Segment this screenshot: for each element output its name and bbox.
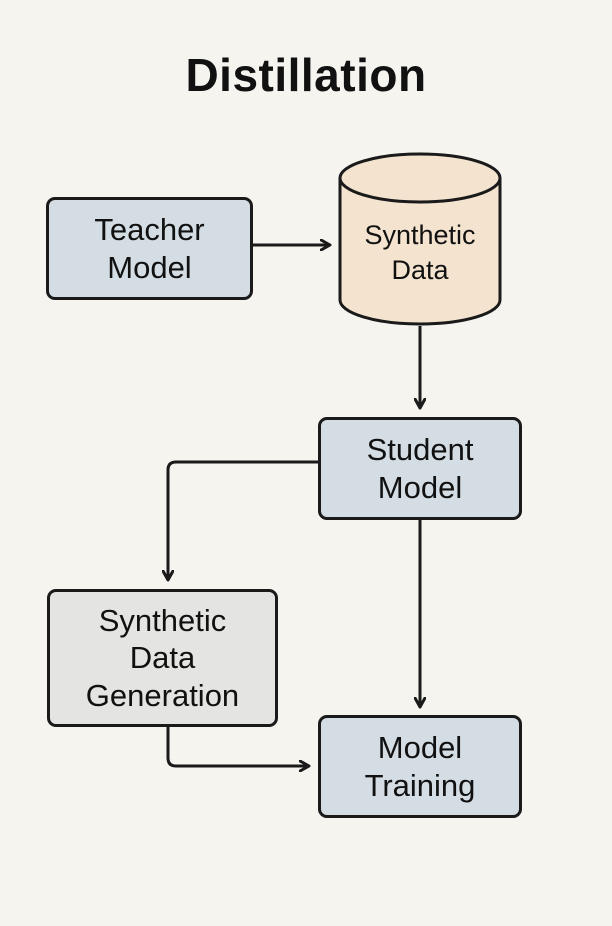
synthetic-data-generation-label: Synthetic Data Generation [85,603,240,713]
model-training-label: Model Training [364,730,476,803]
diagram-title: Distillation [185,49,427,101]
edge-student-to-generation [168,460,319,580]
teacher-model-label: Teacher Model [94,212,205,285]
synthetic-data-label: Synthetic Data [364,220,476,286]
edge-generation-to-training [166,727,309,766]
model-training-node: Model Training [318,715,522,818]
synthetic-data-generation-node: Synthetic Data Generation [47,589,278,727]
student-model-node: Student Model [318,417,522,520]
teacher-model-node: Teacher Model [46,197,253,300]
synthetic-data-cylinder [338,152,502,326]
student-model-label: Student Model [366,432,474,505]
